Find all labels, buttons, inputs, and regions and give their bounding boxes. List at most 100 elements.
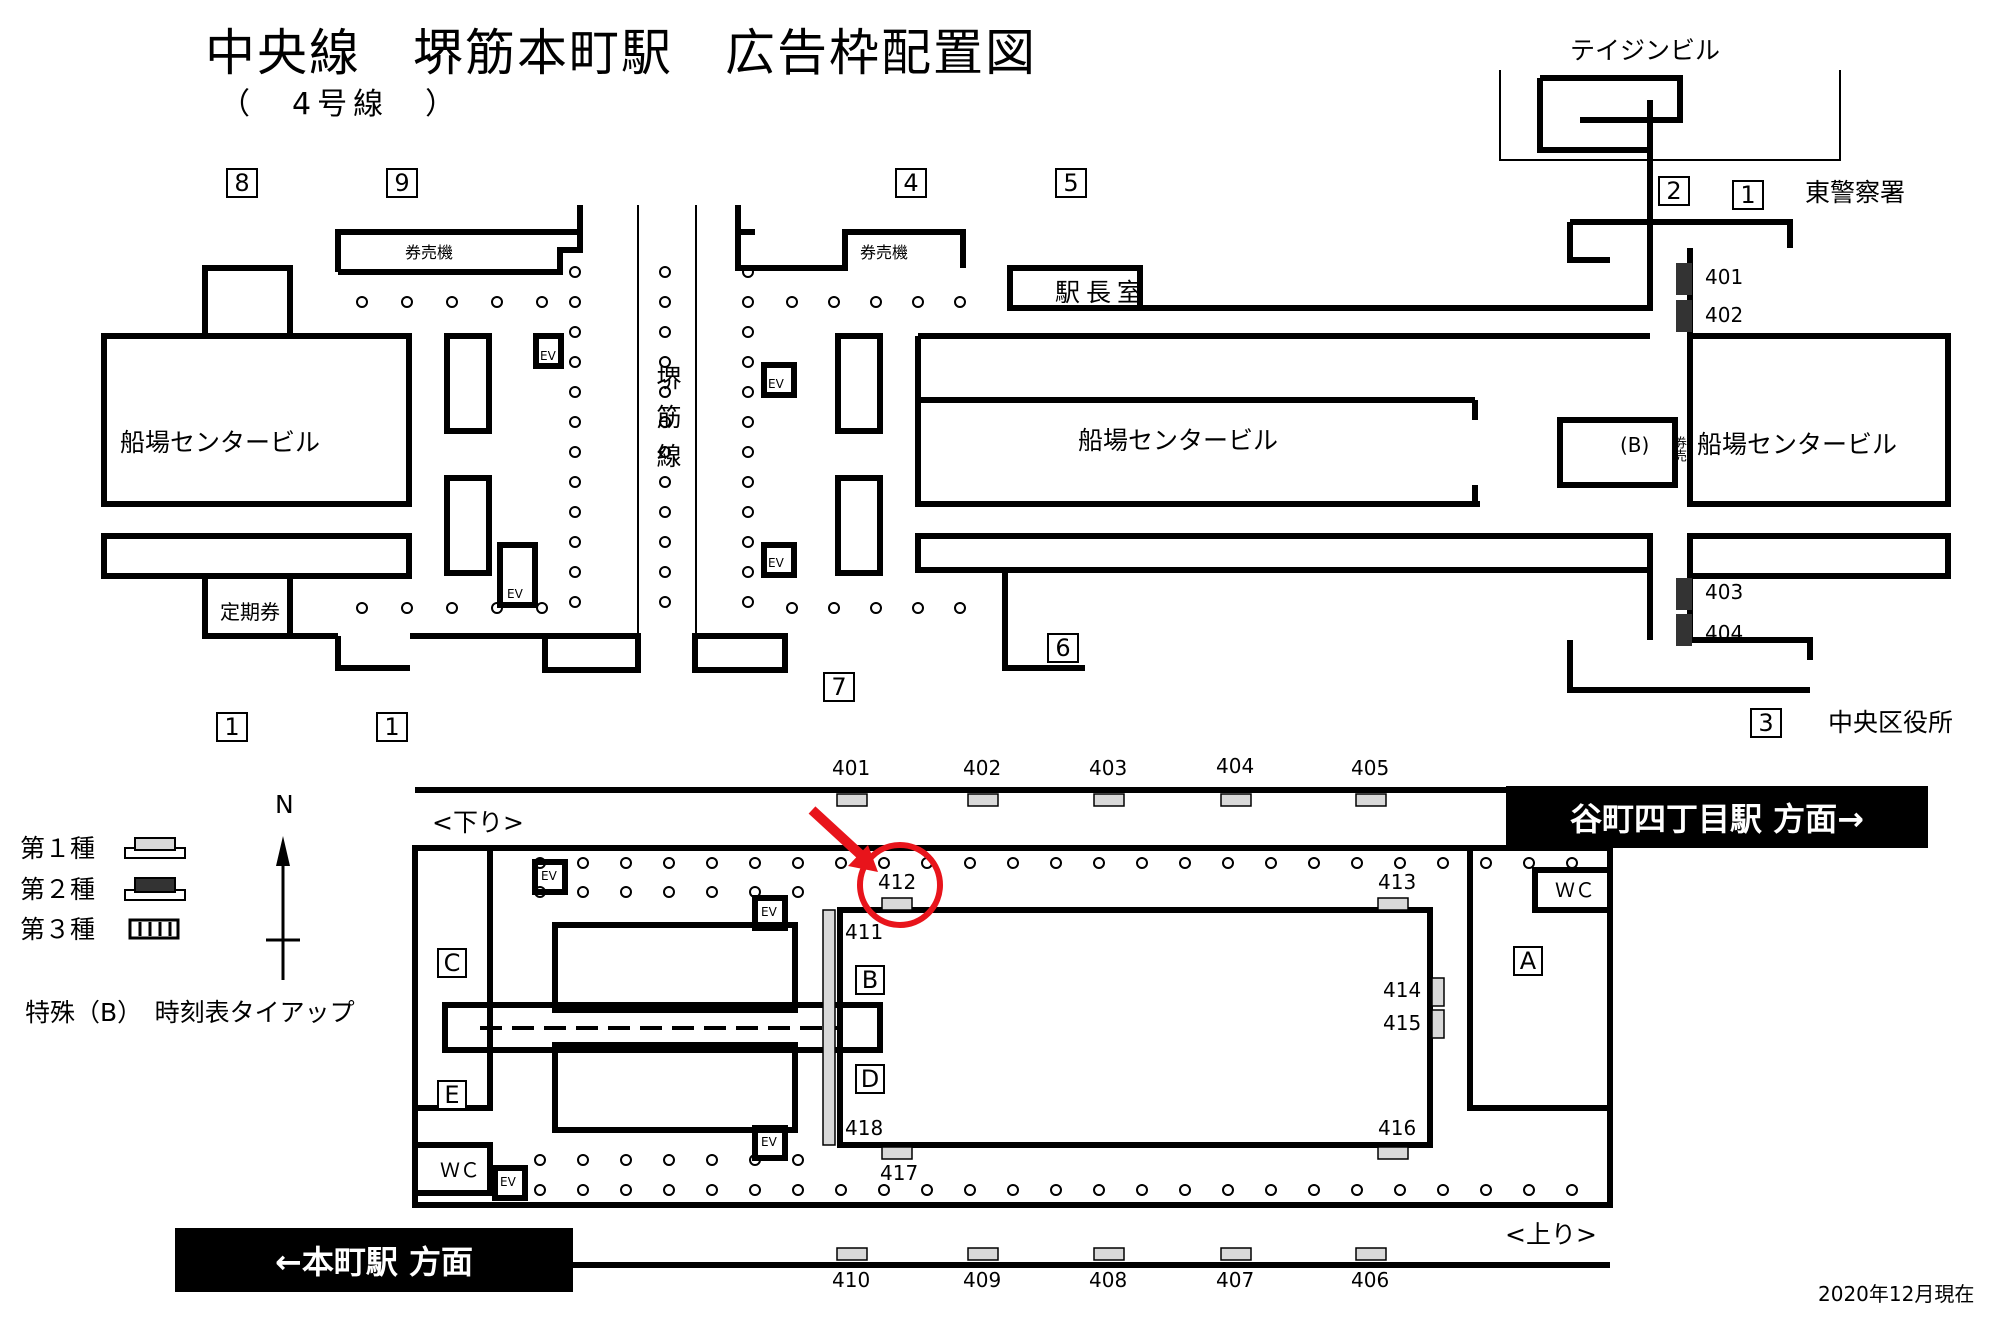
center-corridor [915,533,1653,573]
column-dot [786,296,798,308]
exit-9-box: 9 [386,168,418,198]
center-ev-bottom [761,542,797,578]
column-dot [1265,1184,1277,1196]
legend-special-label: 特殊（B） 時刻表タイアップ [25,998,355,1027]
north-arrow-head [276,836,290,866]
exit-7-box: 7 [823,672,855,702]
teijin-building-label: テイジンビル [1570,36,1721,65]
platform-slot-417: 417 [880,1161,919,1185]
commuter-pass-label: 定期券 [220,600,280,624]
column-dot [870,602,882,614]
platform-exit-d: D [855,1064,885,1094]
column-dot [835,857,847,869]
column-dot [534,1154,546,1166]
platform-slot-401: 401 [832,756,871,780]
column-dot [1050,1184,1062,1196]
slot-417-rect [881,1146,913,1160]
column-dot [569,296,581,308]
center-stair-2 [835,475,883,576]
column-dot [1437,1184,1449,1196]
teijin-stair [1537,75,1683,230]
column-dot [1566,1184,1578,1196]
concourse-slot-401: 401 [1705,265,1744,289]
highlight-arrow-shaft [808,806,866,860]
column-dot [569,416,581,428]
platform-exit-e: E [437,1080,467,1110]
platform-slot-402: 402 [963,756,1002,780]
column-dot [569,476,581,488]
exit-1-box-top: 1 [1732,180,1764,210]
ad-slot-401-marker [1676,263,1692,295]
platform-bridge [442,1002,883,1053]
legend-type1-label: 第１種 [20,834,96,863]
column-dot [742,356,754,368]
column-dot [792,857,804,869]
column-dot [534,886,546,898]
building-right-label: 船場センタービル [1697,430,1898,459]
ev-label-3: EV [768,377,784,391]
column-dot [577,886,589,898]
column-dot [706,1154,718,1166]
column-dot [491,296,503,308]
column-dot [954,296,966,308]
column-dot [742,476,754,488]
slot-415-rect [1431,1009,1445,1039]
column-dot [742,596,754,608]
left-stair-2 [444,475,492,576]
stationmaster-label: 駅長室 [1055,278,1149,307]
ev-label-2: EV [507,587,523,601]
column-dot [534,857,546,869]
exit-1-box-right: 1 [376,712,408,742]
down-direction-label: <下り> [432,808,524,837]
east-direction-banner: 谷町四丁目駅 方面→ [1506,786,1928,848]
legend-type2-top [134,877,176,893]
ticket-machine-right-label: 券売機 [860,243,909,262]
column-dot [749,857,761,869]
wc-right-room [1532,867,1613,913]
east-police-label: 東警察署 [1805,178,1906,207]
column-dot [659,266,671,278]
platform-left-room [412,845,493,1111]
column-dot [1222,1184,1234,1196]
exit-6-box: 6 [1047,633,1079,663]
column-dot [577,1184,589,1196]
column-dot [742,506,754,518]
commuter-pass-room [202,573,293,639]
sakaisuji-line-label: 堺筋線 [653,365,682,482]
column-dot [356,296,368,308]
exit-8-box: 8 [226,168,258,198]
column-dot [1523,1184,1535,1196]
column-dot [659,296,671,308]
column-dots [356,266,1578,1196]
wc-right-label: ＷＣ [1555,878,1595,902]
column-dot [1136,857,1148,869]
building-center-label: 船場センタービル [1078,426,1279,455]
exit-1-box-left: 1 [216,712,248,742]
platform-exit-a: A [1513,946,1543,976]
column-dot [1136,1184,1148,1196]
column-dot [1179,857,1191,869]
legend-type2-label: 第２種 [20,875,96,904]
platform-ev-2: EV [761,905,777,919]
center-stair-1 [835,333,883,434]
platform-ev-4: EV [500,1175,516,1189]
ad-slot-404-marker [1676,614,1692,646]
column-dot [749,1154,761,1166]
column-dot [742,296,754,308]
column-dot [749,1184,761,1196]
column-dot [663,857,675,869]
platform-ad-slots [822,793,1445,1261]
left-stair-1 [444,333,492,434]
platform-stair-upper [552,922,798,1013]
building-left-label: 船場センタービル [120,428,321,457]
column-dot [1093,857,1105,869]
column-dot [706,1184,718,1196]
column-dot [569,356,581,368]
column-dot [659,566,671,578]
column-dot [620,886,632,898]
page-subtitle: （ 4号線 ） [220,87,462,122]
ticket-machine-left-label: 券売機 [405,243,454,262]
platform-slot-413: 413 [1378,870,1417,894]
ad-slot-403-marker [1676,578,1692,610]
special-b-label: (B) [1620,433,1650,457]
